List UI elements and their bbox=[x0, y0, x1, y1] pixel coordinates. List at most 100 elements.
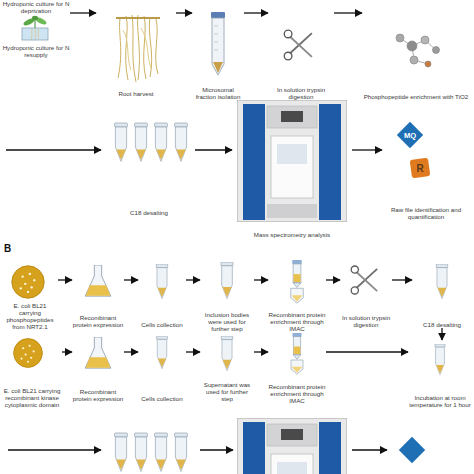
molecules-icon-part bbox=[396, 34, 404, 42]
plant-icon-part bbox=[32, 16, 38, 20]
flow-arrow bbox=[334, 12, 362, 13]
roots-icon-part bbox=[141, 28, 152, 70]
step-caption: Supernatant was used for further step bbox=[200, 381, 254, 402]
molecules-icon-part bbox=[407, 41, 417, 51]
step-caption: Recombinant protein expression bbox=[72, 388, 124, 402]
step-box: Hydroponic culture for N deprivationHydr… bbox=[2, 0, 70, 58]
tube-icon bbox=[211, 12, 225, 75]
step-box: Incubation at room temperature for 1 hou… bbox=[408, 340, 472, 408]
flow-arrow bbox=[244, 12, 268, 13]
step-caption: C18 desalting bbox=[103, 209, 195, 216]
roots-icon-part bbox=[156, 19, 158, 74]
roots-icon-part bbox=[123, 30, 131, 70]
flow-arrow bbox=[254, 351, 268, 352]
step-box: Root harvest bbox=[96, 5, 176, 97]
step-box: Mass spectrometry analysis bbox=[232, 98, 352, 238]
tube-icon bbox=[435, 344, 445, 375]
flow-arrow bbox=[62, 351, 72, 352]
step-caption: Cells collection bbox=[138, 321, 186, 328]
step-caption: Recombinant protein expression bbox=[72, 314, 124, 328]
step-caption: In solution trypsin digestion bbox=[268, 86, 334, 100]
scissors-icon bbox=[284, 30, 312, 60]
logo-text: MQ bbox=[404, 131, 416, 140]
plant-icon-part bbox=[35, 20, 36, 28]
roots-icon-part bbox=[138, 15, 140, 80]
roots-icon bbox=[116, 15, 160, 82]
step-caption: Hydroponic culture for N resupply bbox=[2, 44, 70, 58]
flow-arrow bbox=[326, 279, 340, 280]
flow-arrow bbox=[124, 279, 138, 280]
step-caption: Recombinant protein enrichment through I… bbox=[268, 311, 326, 332]
step-caption: Incubation at room temperature for 1 hou… bbox=[408, 394, 472, 408]
flow-arrow bbox=[195, 149, 232, 150]
step-box: E. coli BL21 carrying phosphopeptides fr… bbox=[2, 262, 58, 330]
scissors-icon bbox=[351, 266, 377, 294]
flow-arrow bbox=[124, 351, 138, 352]
flow-arrow bbox=[8, 449, 101, 450]
step-box: Recombinant protein expression bbox=[72, 336, 124, 402]
step-caption: E. coli BL21 carrying phosphopeptides fr… bbox=[2, 302, 58, 330]
step-box: Cells collection bbox=[138, 262, 186, 328]
flow-arrow bbox=[176, 12, 192, 13]
molecules-icon-part bbox=[421, 36, 429, 44]
plant-icon bbox=[22, 16, 48, 40]
flow-arrow bbox=[326, 351, 408, 352]
molecules-icon bbox=[396, 34, 440, 67]
roots-icon-part bbox=[132, 15, 136, 82]
tube-icon bbox=[155, 123, 168, 161]
step-box: Recombinant protein expression bbox=[72, 262, 124, 328]
tube-icon bbox=[155, 433, 168, 471]
logo-text: R bbox=[416, 163, 423, 174]
flow-arrow bbox=[352, 149, 382, 150]
step-caption: Root harvest bbox=[96, 90, 176, 97]
tube-icon bbox=[221, 262, 233, 298]
tube-icon bbox=[221, 336, 233, 371]
step-caption: Hydroponic culture for N deprivation bbox=[2, 0, 70, 14]
flask-icon bbox=[85, 265, 111, 296]
tube-icon bbox=[135, 123, 148, 161]
culture-dish bbox=[12, 266, 44, 298]
plant-icon-part bbox=[22, 28, 48, 40]
flow-arrow bbox=[70, 12, 96, 13]
step-box: In solution trypsin digestion bbox=[340, 262, 392, 328]
imac-column bbox=[291, 333, 303, 374]
flow-arrow bbox=[441, 328, 442, 340]
maxquant-logo bbox=[397, 122, 423, 148]
molecules-icon-part bbox=[410, 56, 418, 64]
tube-icon bbox=[436, 264, 448, 299]
step-caption: Inclusion bodies were used for further s… bbox=[200, 311, 254, 332]
step-box: E. coli BL21 carrying recombinant kinase… bbox=[2, 336, 62, 408]
flow-arrow bbox=[6, 149, 101, 150]
mass-spectrometer bbox=[237, 100, 347, 222]
step-caption: E. coli BL21 carrying recombinant kinase… bbox=[2, 387, 62, 408]
panel-letter: B bbox=[4, 243, 11, 254]
step-box: Cells collection bbox=[138, 336, 186, 402]
step-box: C18 desalting bbox=[412, 262, 472, 328]
step-box: Recombinant protein enrichment through I… bbox=[268, 262, 326, 332]
step-box: Recombinant protein enrichment through I… bbox=[268, 336, 326, 404]
tube-icon bbox=[115, 433, 128, 471]
step-box: In solution trypsin digestion bbox=[268, 5, 334, 100]
step-caption: Mass spectrometry analysis bbox=[232, 231, 352, 238]
flow-arrow bbox=[186, 351, 200, 352]
step-box: Inclusion bodies were used for further s… bbox=[200, 262, 254, 332]
step-box: Microsomal fraction isolation bbox=[192, 5, 244, 100]
maxquant-logo bbox=[399, 437, 425, 463]
tube-icon bbox=[157, 336, 168, 369]
mass-spectrometer bbox=[237, 418, 347, 474]
flask-icon bbox=[85, 337, 111, 368]
flow-arrow bbox=[392, 279, 412, 280]
imac-column bbox=[291, 260, 304, 303]
flow-arrow bbox=[58, 279, 72, 280]
roots-icon-part bbox=[118, 18, 121, 78]
connector-part bbox=[58, 13, 442, 352]
tube-icon bbox=[175, 123, 188, 161]
molecules-icon-part bbox=[425, 61, 431, 67]
step-box: C18 desalting bbox=[103, 108, 195, 216]
step-caption: Cells collection bbox=[138, 395, 186, 402]
step-caption: In solution trypsin digestion bbox=[340, 314, 392, 328]
r-logo bbox=[410, 158, 431, 179]
flow-arrow bbox=[254, 279, 268, 280]
